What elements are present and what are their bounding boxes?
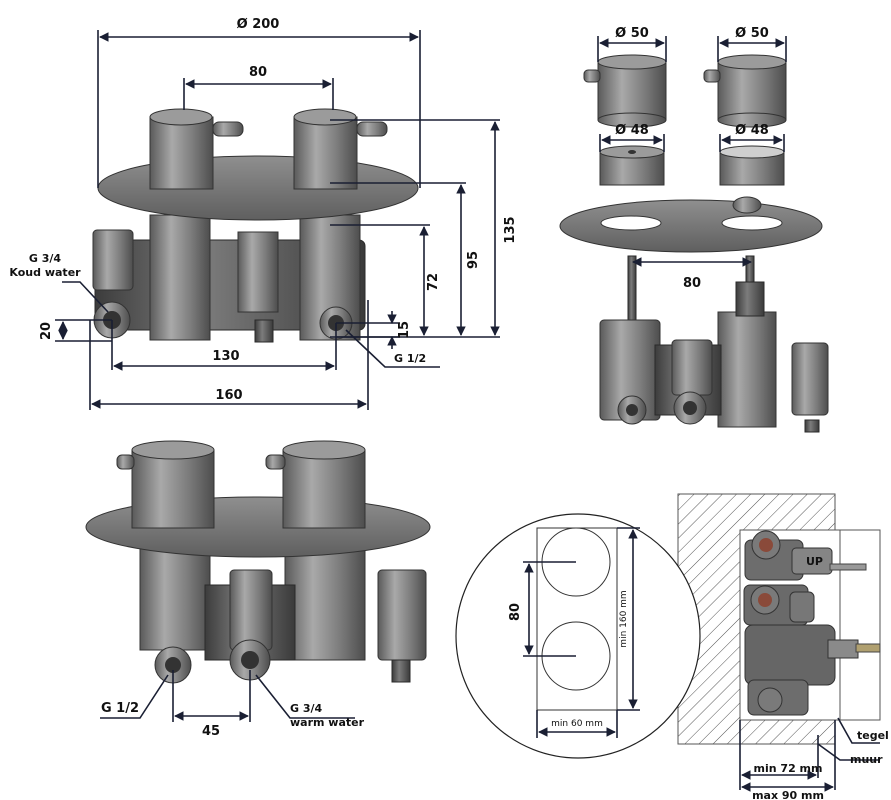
muur-label: muur (850, 753, 883, 766)
koud-water-label: Koud water (9, 266, 81, 279)
diameter-200-label: Ø 200 (237, 17, 280, 32)
knob2-outer-diameter-label: Ø 50 (735, 26, 769, 41)
min-72-label: min 72 mm (754, 762, 823, 775)
inlet-g34-label: G 3/4 (29, 252, 62, 265)
valve-body-photo (743, 530, 881, 716)
knob1-outer-diameter-label: Ø 50 (615, 26, 649, 41)
knob1-inner-diameter-label: Ø 48 (615, 123, 649, 138)
top-left-view (92, 108, 419, 343)
knob2-inner-diameter-label: Ø 48 (735, 123, 769, 138)
vertical-80-label: 80 (508, 603, 523, 621)
top-right-dimensions (597, 36, 787, 267)
top-left-dimensions (55, 30, 500, 410)
bottom-g12-label: G 1/2 (101, 701, 139, 716)
width-130-label: 130 (212, 349, 239, 364)
bottom-left-view (85, 440, 431, 684)
spindle-spacing-label: 80 (683, 276, 701, 291)
up-marking: UP (806, 555, 823, 568)
height-95-label: 95 (466, 251, 481, 269)
bottom-g34-label: G 3/4 (290, 702, 323, 715)
top-right-exploded-view (559, 54, 829, 433)
spacing-80-label: 80 (249, 65, 267, 80)
circle-detail (455, 513, 701, 759)
min-160-label: min 160 mm (619, 590, 629, 647)
min-60-label: min 60 mm (551, 719, 603, 729)
warm-water-label: warm water (290, 716, 365, 729)
height-72-label: 72 (426, 273, 441, 291)
tegel-label: tegel (857, 729, 889, 742)
height-20-label: 20 (39, 322, 54, 340)
height-135-label: 135 (503, 216, 518, 243)
width-45-label: 45 (202, 724, 220, 739)
height-15-label: 15 (397, 321, 412, 339)
max-90-label: max 90 mm (752, 789, 824, 800)
outlet-g12-label: G 1/2 (394, 352, 426, 365)
wall-dimensions (739, 717, 880, 792)
width-160-label: 160 (215, 388, 242, 403)
bottom-left-dimensions (100, 670, 355, 722)
